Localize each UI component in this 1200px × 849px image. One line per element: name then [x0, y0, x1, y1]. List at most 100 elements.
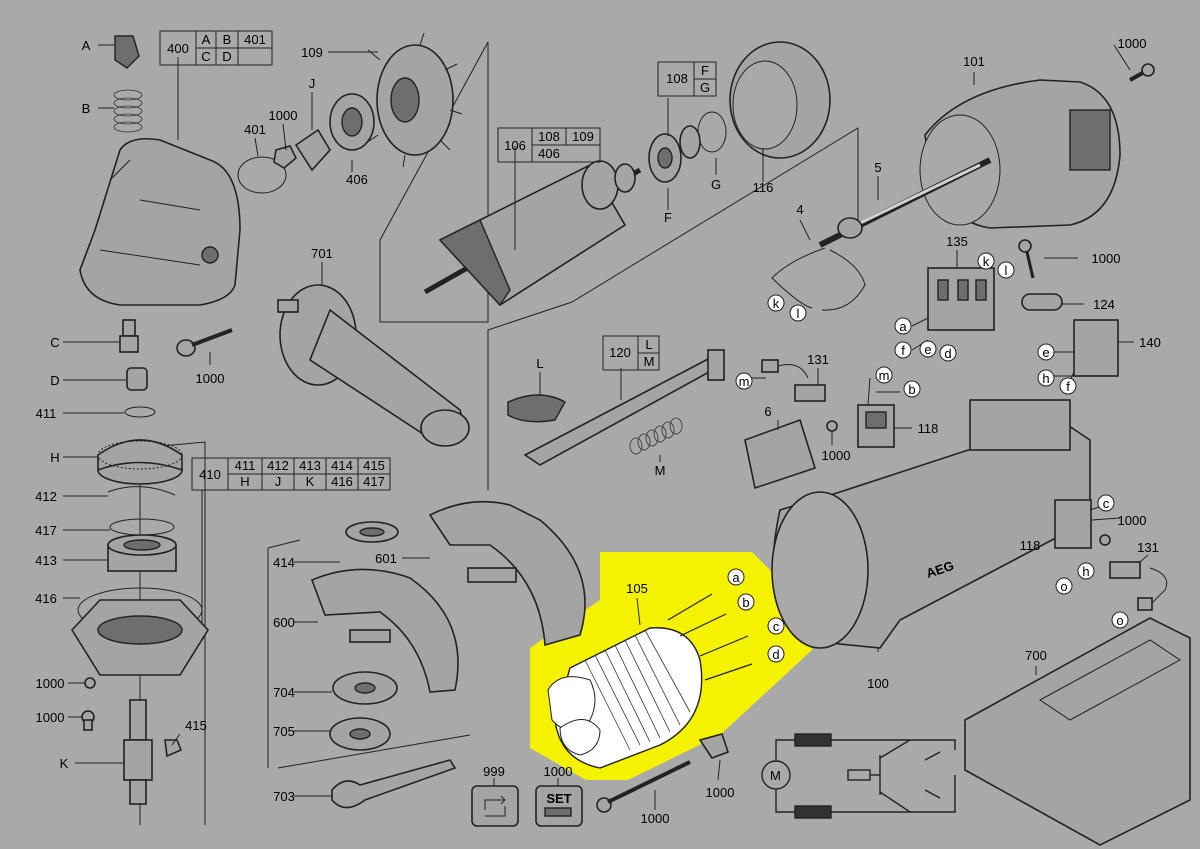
svg-text:413: 413: [299, 458, 321, 473]
part-h-bevel-gear[interactable]: [97, 439, 183, 485]
table-400: 400 A B 401 C D: [159, 30, 273, 66]
part-1000-cable-clip[interactable]: [698, 733, 730, 759]
part-600-guard[interactable]: [310, 568, 459, 693]
part-415-key[interactable]: [164, 739, 183, 758]
part-1000-screw-top-right[interactable]: [1129, 63, 1155, 82]
part-g-ring[interactable]: [697, 111, 727, 153]
svg-text:F: F: [701, 63, 709, 78]
part-131-carbon-brush-right[interactable]: [1109, 561, 1168, 611]
part-131-carbon-brush[interactable]: [761, 359, 826, 402]
part-124-clip[interactable]: [1021, 293, 1063, 311]
svg-text:1000: 1000: [196, 371, 225, 386]
svg-text:o: o: [1116, 613, 1123, 628]
svg-text:1000: 1000: [36, 676, 65, 691]
part-j-pinion[interactable]: [294, 128, 331, 172]
svg-text:109: 109: [572, 129, 594, 144]
part-109-fan[interactable]: [365, 32, 463, 168]
part-labels: A B C D 411 H 412 417 413 416 1000 1000 …: [35, 36, 1161, 826]
svg-text:e: e: [924, 342, 931, 357]
part-1000-screw-135[interactable]: [1018, 239, 1035, 279]
svg-text:109: 109: [301, 45, 323, 60]
part-1000-nut[interactable]: [273, 145, 297, 169]
svg-text:400: 400: [167, 41, 189, 56]
svg-text:704: 704: [273, 685, 295, 700]
svg-text:M: M: [770, 768, 781, 783]
part-100-housing[interactable]: AEG: [771, 399, 1091, 649]
part-116-baffle[interactable]: [729, 41, 831, 159]
part-412-clip[interactable]: [107, 486, 176, 496]
part-d-bushing[interactable]: [126, 367, 148, 391]
table-108: 108 F G: [657, 61, 717, 97]
part-703-spanner[interactable]: [331, 759, 457, 809]
part-l-slide-button[interactable]: [507, 394, 566, 423]
part-406-bearing[interactable]: [329, 93, 375, 151]
part-118-brush-holder-right[interactable]: [1054, 499, 1092, 549]
svg-text:106: 106: [504, 138, 526, 153]
svg-text:1000: 1000: [269, 108, 298, 123]
part-705-flange[interactable]: [329, 717, 391, 751]
part-401-oring[interactable]: [237, 156, 287, 194]
part-a-knob[interactable]: [114, 35, 140, 69]
part-413-bearing[interactable]: [107, 534, 177, 572]
part-5-rod[interactable]: [818, 157, 992, 248]
svg-text:105: 105: [626, 581, 648, 596]
svg-text:401: 401: [244, 32, 266, 47]
part-106-armature[interactable]: [423, 160, 642, 307]
part-1000-screw-118-right[interactable]: [1099, 534, 1111, 546]
svg-text:6: 6: [764, 404, 771, 419]
part-105-field-coil[interactable]: [547, 593, 753, 769]
part-700-carry-case[interactable]: [964, 617, 1191, 846]
part-704-flange[interactable]: [332, 671, 398, 705]
svg-text:l: l: [1005, 263, 1008, 278]
part-417-ring[interactable]: [109, 518, 175, 536]
svg-text:1000: 1000: [706, 785, 735, 800]
svg-text:f: f: [901, 343, 905, 358]
part-118-brush-holder[interactable]: [857, 404, 895, 448]
svg-text:5: 5: [874, 160, 881, 175]
part-1000-screw-left[interactable]: [81, 710, 95, 731]
icon-999-replace[interactable]: [471, 785, 519, 827]
svg-text:406: 406: [346, 172, 368, 187]
part-701-side-handle[interactable]: [277, 284, 470, 447]
svg-text:1000: 1000: [641, 811, 670, 826]
svg-text:L: L: [645, 337, 652, 352]
svg-text:d: d: [944, 346, 951, 361]
part-1000-long-screw[interactable]: [596, 760, 691, 813]
svg-text:D: D: [50, 373, 59, 388]
svg-text:b: b: [908, 382, 915, 397]
part-4-wire[interactable]: [771, 247, 866, 311]
svg-text:124: 124: [1093, 297, 1115, 312]
svg-text:703: 703: [273, 789, 295, 804]
svg-text:B: B: [223, 32, 232, 47]
part-120-switch-bar[interactable]: [523, 349, 725, 466]
part-1000-screw-handle[interactable]: [176, 328, 233, 357]
label-b: b: [742, 595, 749, 610]
part-140-capacitor[interactable]: [1073, 319, 1119, 377]
svg-text:601: 601: [375, 551, 397, 566]
part-b-spring[interactable]: [113, 89, 143, 133]
part-416-flange[interactable]: [70, 587, 210, 676]
svg-text:416: 416: [331, 474, 353, 489]
icon-set-kit[interactable]: SET: [535, 785, 583, 827]
part-101-motor-housing[interactable]: [919, 79, 1121, 229]
part-135-terminal-block[interactable]: [927, 267, 995, 331]
part-6-label-plate[interactable]: [744, 418, 816, 490]
part-414-washer[interactable]: [345, 521, 399, 543]
gear-head-housing[interactable]: [79, 137, 241, 306]
svg-text:L: L: [536, 356, 543, 371]
table-120: 120 L M: [602, 335, 660, 371]
part-1000-washer[interactable]: [84, 677, 96, 689]
part-601-guard[interactable]: [428, 500, 586, 647]
part-c-screw[interactable]: [119, 319, 139, 353]
svg-text:131: 131: [1137, 540, 1159, 555]
svg-text:401: 401: [244, 122, 266, 137]
circuit-schematic: M: [761, 733, 956, 819]
svg-text:415: 415: [185, 718, 207, 733]
part-1000-screw-118[interactable]: [826, 420, 838, 432]
part-k-spindle[interactable]: [123, 699, 153, 805]
part-f-bearing[interactable]: [648, 133, 682, 183]
part-m-spring[interactable]: [629, 417, 683, 455]
part-411-ring[interactable]: [124, 406, 156, 418]
svg-text:l: l: [797, 306, 800, 321]
